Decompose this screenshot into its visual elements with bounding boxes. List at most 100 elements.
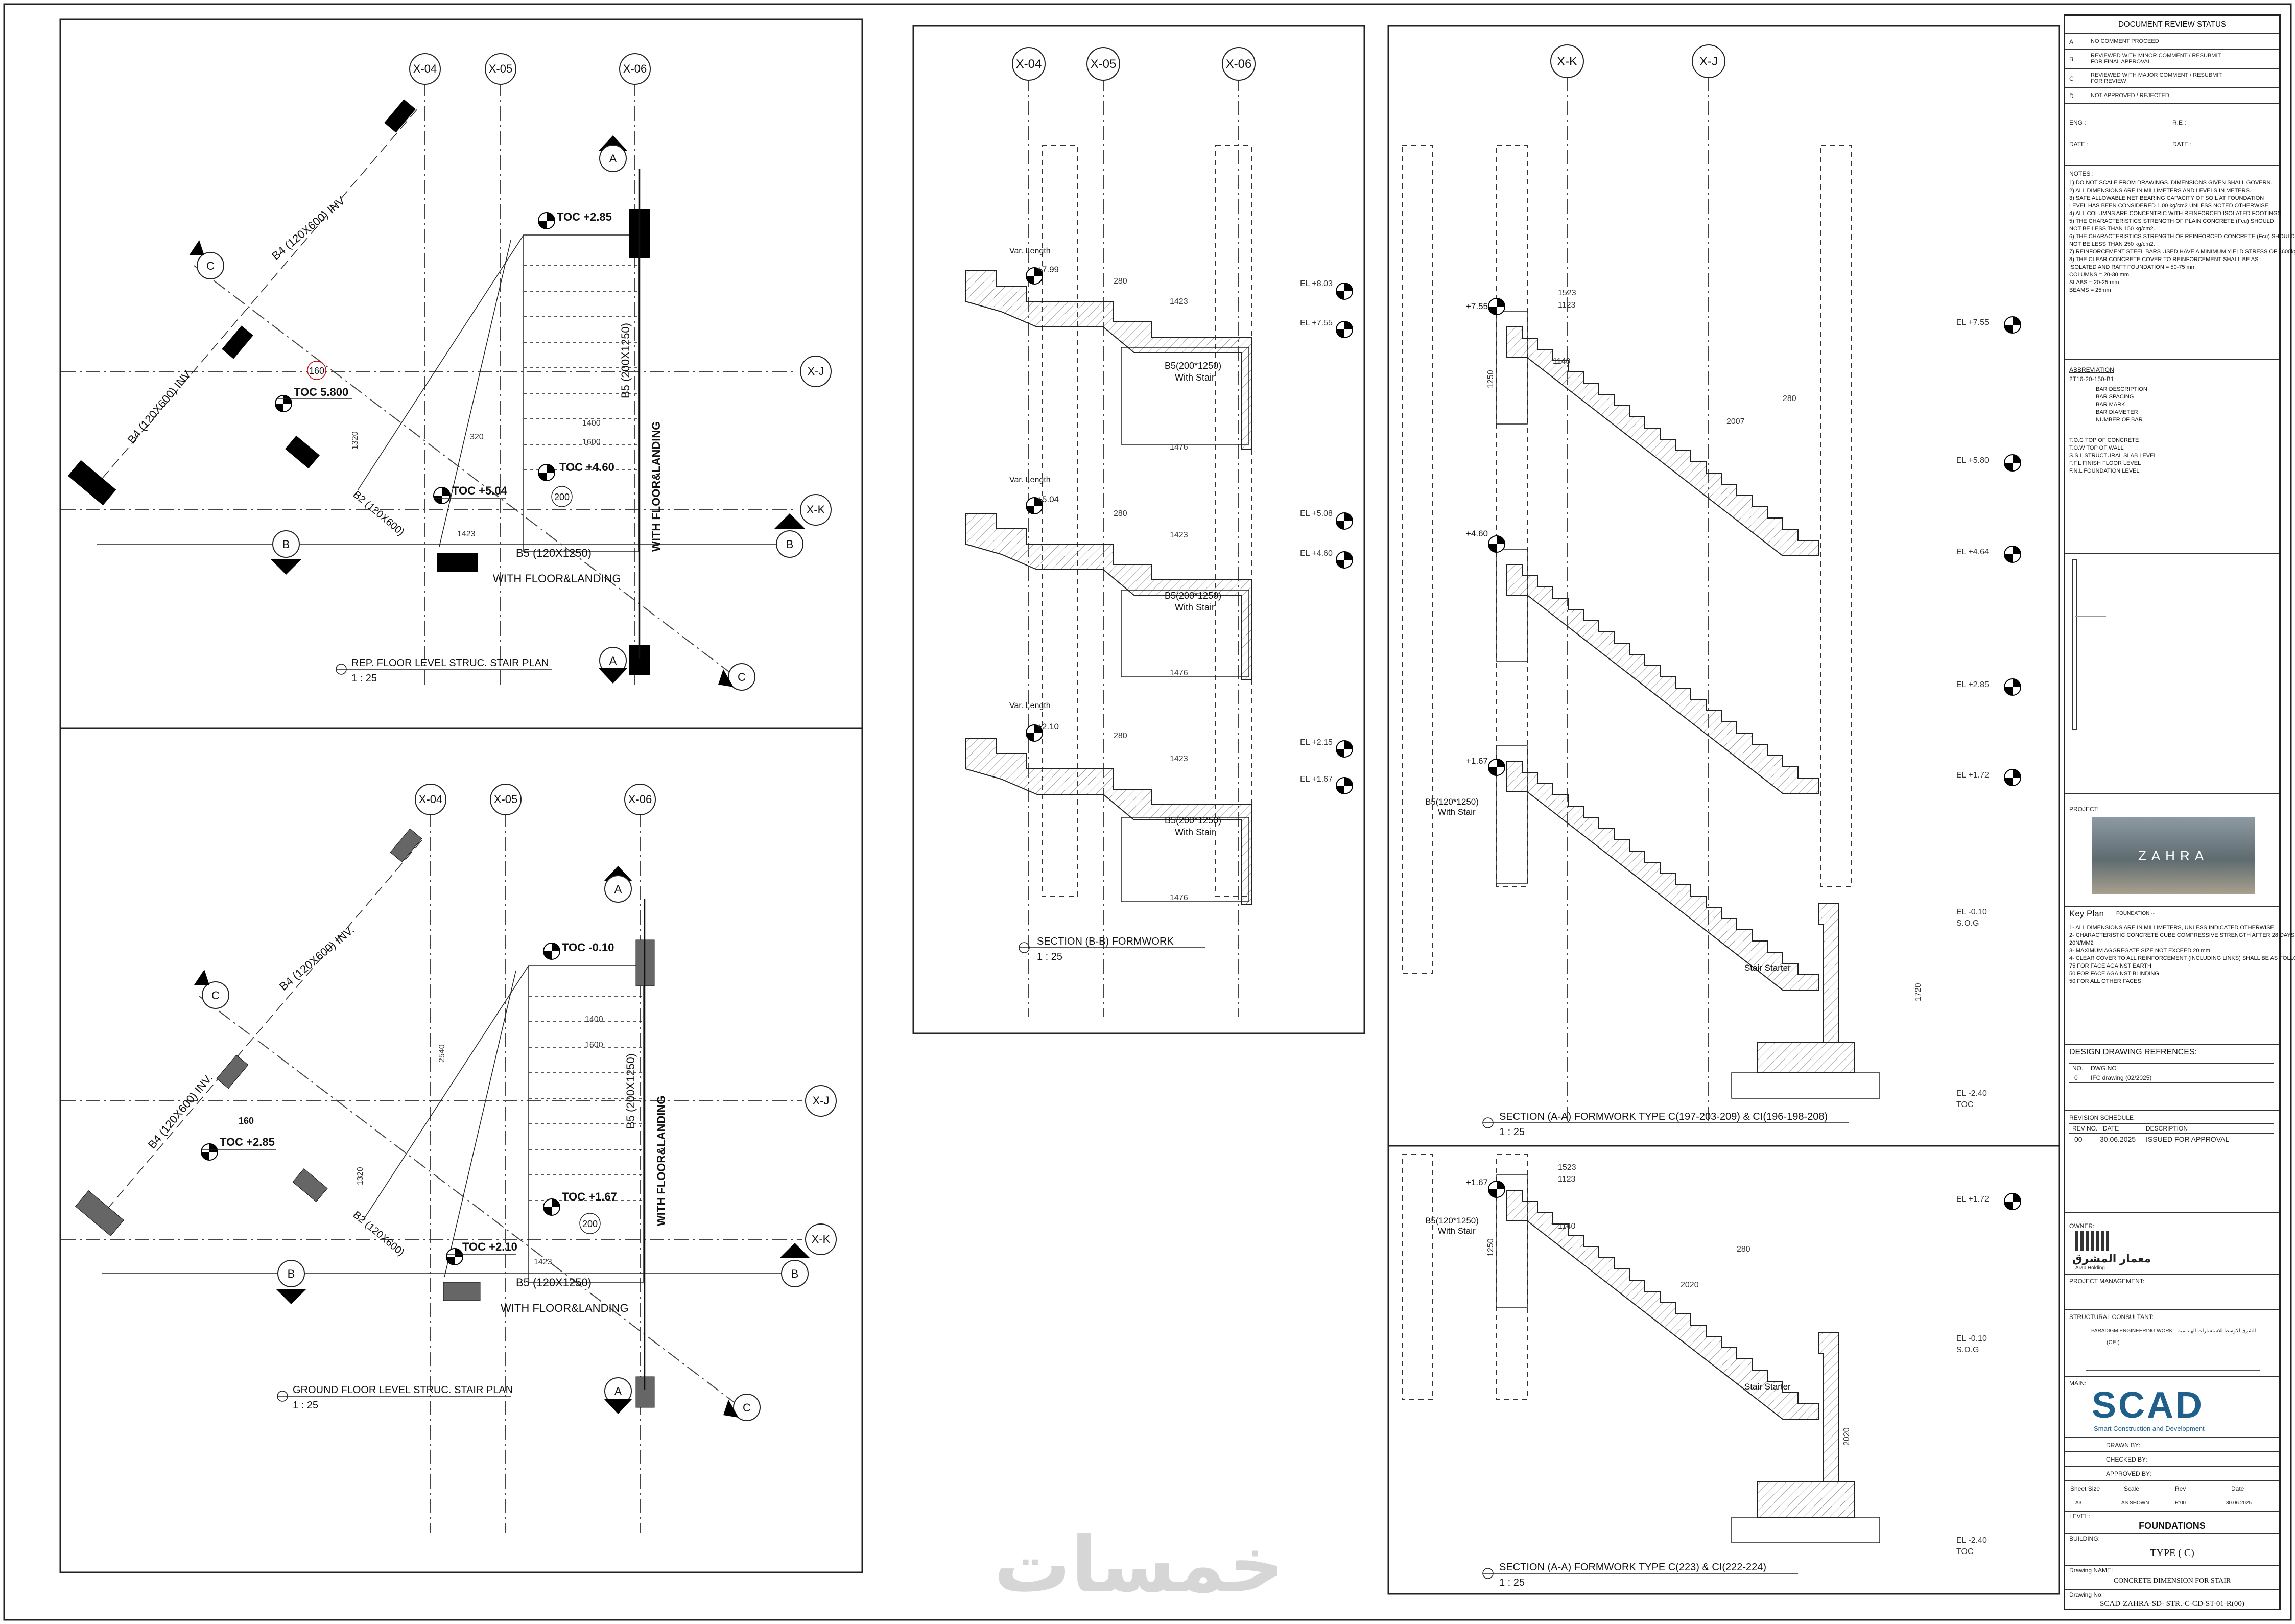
svg-text:X-05: X-05 xyxy=(494,793,517,806)
text-line: 4) ALL COLUMNS ARE CONCENTRIC WITH REINF… xyxy=(2069,210,2283,217)
section-bb-storey-1: B5(200*1250) With Stair Var. Length +7.9… xyxy=(965,247,1353,452)
svg-text:1 : 25: 1 : 25 xyxy=(1499,1577,1525,1588)
svg-text:SECTION (B-B) FORMWORK: SECTION (B-B) FORMWORK xyxy=(1037,936,1174,947)
text-line: 5) THE CHARACTERISTICS STRENGTH OF PLAIN… xyxy=(2069,218,2274,224)
svg-text:2007: 2007 xyxy=(1726,417,1745,426)
svg-text:1 : 25: 1 : 25 xyxy=(1037,951,1062,962)
grid-bubble-xj: X-J xyxy=(800,356,832,387)
svg-text:S.O.G: S.O.G xyxy=(1956,919,1979,928)
svg-text:1423: 1423 xyxy=(534,1258,552,1266)
beam-b5-vertical-label: B5 (200X1250) xyxy=(619,323,632,398)
svg-text:A: A xyxy=(614,883,622,896)
toc-ground-1: TOC -0.10 xyxy=(543,941,614,960)
svg-text:B2 (120X600): B2 (120X600) xyxy=(351,1209,407,1258)
svg-text:+7.55: +7.55 xyxy=(1466,301,1488,311)
svg-text:With Stair: With Stair xyxy=(1438,1226,1476,1236)
toc-label-2: TOC 5.800 xyxy=(275,386,352,412)
section-marker-c-top-ground: C xyxy=(194,970,229,1009)
svg-text:2020: 2020 xyxy=(1681,1281,1699,1289)
svg-text:B4 (120X600) INV.: B4 (120X600) INV. xyxy=(146,1071,216,1151)
svg-text:TOC 5.800: TOC 5.800 xyxy=(294,386,348,398)
svg-text:320: 320 xyxy=(470,433,484,441)
svg-text:1523: 1523 xyxy=(1558,1163,1576,1172)
grid-bubble-xj-aa: X-J xyxy=(1692,44,1725,78)
sheet-border xyxy=(3,3,2292,1621)
svg-text:1476: 1476 xyxy=(1170,443,1188,452)
text-line: BAR MARK xyxy=(2096,402,2125,408)
svg-text:1523: 1523 xyxy=(1558,289,1576,297)
text-line: F.F.L FINISH FLOOR LEVEL xyxy=(2069,460,2141,466)
ground-plan-title: GROUND FLOOR LEVEL STRUC. STAIR PLAN 1 :… xyxy=(277,1384,513,1411)
svg-text:1423: 1423 xyxy=(1170,755,1188,763)
svg-text:TOC +2.10: TOC +2.10 xyxy=(462,1240,517,1253)
section-marker-b-left: B xyxy=(271,530,301,575)
note-bubble-200-ground: 200 xyxy=(579,1213,601,1234)
text-line: F.N.L FOUNDATION LEVEL xyxy=(2069,468,2140,474)
project-management: PROJECT MANAGEMENT: xyxy=(2065,1275,2279,1310)
text-line: 2- CHARACTERISTIC CONCRETE CUBE COMPRESS… xyxy=(2069,932,2295,938)
text-line: LEVEL HAS BEEN CONSIDERED 1.00 kg/cm2 UN… xyxy=(2069,203,2270,209)
svg-text:Var. Length: Var. Length xyxy=(1009,247,1051,255)
text-line: BEAMS = 25mm xyxy=(2069,287,2111,293)
beam-b4-upper-label: B4 (120X600) INV xyxy=(269,194,347,263)
svg-text:With Stair: With Stair xyxy=(1175,372,1215,383)
svg-text:1 : 25: 1 : 25 xyxy=(293,1400,318,1411)
section-bb-storey-3: B5(200*1250) With Stair Var. Length +2.1… xyxy=(965,701,1353,905)
text-line: T.O.C TOP OF CONCRETE xyxy=(2069,437,2139,443)
grid-bubble-x06-bb: X-06 xyxy=(1222,47,1256,81)
svg-text:A: A xyxy=(614,1385,622,1398)
text-line: 50 FOR FACE AGAINST BLINDING xyxy=(2069,971,2159,977)
text-line: 6) THE CHARACTERISTICS STRENGTH OF REINF… xyxy=(2069,233,2295,240)
svg-text:EL -0.10: EL -0.10 xyxy=(1956,908,1987,916)
section-marker-c-bottom-ground: C xyxy=(723,1394,761,1421)
svg-text:+5.04: +5.04 xyxy=(1037,495,1059,504)
svg-text:Var. Length: Var. Length xyxy=(1009,701,1051,710)
section-bb-frame xyxy=(912,25,1365,1034)
grid-bubble-x05-ground: X-05 xyxy=(490,784,522,815)
svg-text:EL +7.55: EL +7.55 xyxy=(1300,319,1333,327)
svg-text:C: C xyxy=(211,989,220,1002)
svg-text:Stair Starter: Stair Starter xyxy=(1744,1382,1791,1392)
grid-bubble-xk-aa: X-K xyxy=(1550,44,1584,78)
section-marker-b-left-ground: B xyxy=(276,1260,306,1304)
svg-text:SECTION (A-A) FORMWORK TYPE C(: SECTION (A-A) FORMWORK TYPE C(197-203-20… xyxy=(1499,1111,1828,1122)
svg-text:With Stair: With Stair xyxy=(1438,807,1476,817)
svg-text:1600: 1600 xyxy=(582,438,601,446)
svg-text:1250: 1250 xyxy=(1486,1238,1495,1257)
section-aa-bottom-title: SECTION (A-A) FORMWORK TYPE C(223) & CI(… xyxy=(1482,1562,1798,1588)
svg-text:B: B xyxy=(786,538,794,551)
beam-b2-label: B2 (120X600) xyxy=(351,489,407,538)
text-line: 20N/MM2 xyxy=(2069,940,2094,946)
abbreviations: ABBREVIATION 2T16-20-150-B1 BAR DESCRIPT… xyxy=(2065,360,2279,554)
svg-text:1423: 1423 xyxy=(1170,297,1188,306)
svg-text:1 : 25: 1 : 25 xyxy=(351,673,377,684)
svg-text:+1.67: +1.67 xyxy=(1466,756,1488,766)
svg-text:1 : 25: 1 : 25 xyxy=(1499,1126,1525,1138)
svg-text:EL +5.80: EL +5.80 xyxy=(1956,456,1989,465)
svg-text:TOC: TOC xyxy=(1956,1547,1973,1556)
rep-plan-title: REP. FLOOR LEVEL STRUC. STAIR PLAN 1 : 2… xyxy=(336,657,552,684)
text-line: ISOLATED AND RAFT FOUNDATION = 50-75 mm xyxy=(2069,264,2196,270)
toc-label-1: TOC +2.85 xyxy=(538,210,612,229)
with-floor-landing-horizontal: WITH FLOOR&LANDING xyxy=(493,572,621,585)
text-line: 75 FOR FACE AGAINST EARTH xyxy=(2069,963,2151,969)
svg-text:EL +4.60: EL +4.60 xyxy=(1300,549,1333,558)
svg-text:1720: 1720 xyxy=(1914,983,1923,1001)
review-status-header: DOCUMENT REVIEW STATUS xyxy=(2065,16,2279,34)
svg-text:1400: 1400 xyxy=(582,419,601,428)
text-line: COLUMNS = 20-30 mm xyxy=(2069,272,2130,278)
svg-text:EL -2.40: EL -2.40 xyxy=(1956,1536,1987,1545)
svg-text:TOC +5.04: TOC +5.04 xyxy=(452,484,508,497)
svg-text:B5(120*1250): B5(120*1250) xyxy=(1425,1216,1479,1226)
svg-text:EL +8.03: EL +8.03 xyxy=(1300,279,1333,288)
text-line: NOT BE LESS THAN 150 kg/cm2. xyxy=(2069,226,2155,232)
svg-text:A: A xyxy=(609,654,617,667)
approval-fields: ENG : R.E : DATE : DATE : xyxy=(2065,104,2279,166)
svg-text:B: B xyxy=(791,1267,799,1280)
svg-text:1423: 1423 xyxy=(457,530,476,538)
svg-text:C: C xyxy=(206,260,215,272)
text-line: BAR SPACING xyxy=(2096,394,2134,400)
text-line: 3) SAFE ALLOWABLE NET BEARING CAPACITY O… xyxy=(2069,195,2264,201)
grid-bubble-xk: X-K xyxy=(800,494,832,526)
project-block: PROJECT: ZAHRA xyxy=(2065,794,2279,907)
